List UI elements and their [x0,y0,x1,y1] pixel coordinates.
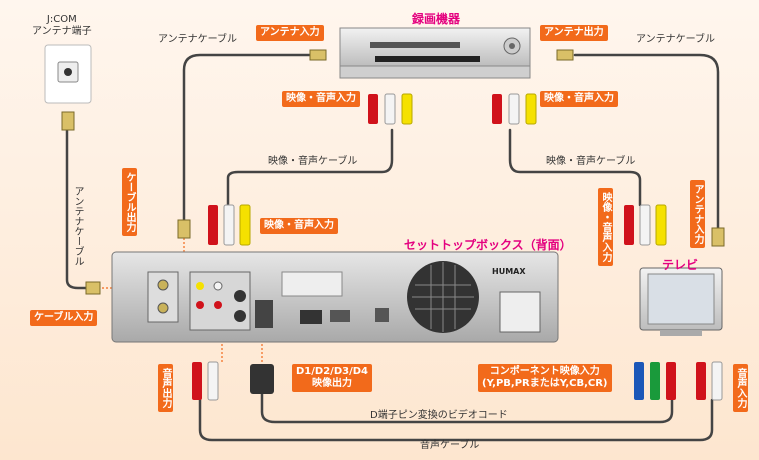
audio-cable [198,398,714,442]
d-terminal-cable [260,390,674,424]
audio-in-tag: 音声入力 [733,364,748,412]
tv-device [639,267,723,336]
d-out-tag: D1/D2/D3/D4 映像出力 [292,364,372,392]
wall-outlet-title-line1: J:COM [46,14,77,25]
rca-plugs-tv [624,204,667,246]
settop-box [111,251,559,343]
d-out-line1: D1/D2/D3/D4 [296,366,368,377]
antenna-cable-right-label: アンテナケーブル [636,34,715,45]
cable-in-tag: ケーブル入力 [30,310,98,326]
av-cable-left-label: 映像・音声ケーブル [268,156,358,167]
tv-title: テレビ [662,258,699,272]
right-antenna-cable [573,53,720,230]
rca-plugs-stb [208,204,251,246]
component-tag: コンポーネント映像入力 (Y,PB,PRまたはY,CB,CR) [478,364,612,392]
settop-title: セットトップボックス（背面） [404,238,572,252]
audio-out-tag: 音声出力 [158,364,173,412]
settop-brand: HUMAX [492,267,526,276]
right-av-cable [508,128,642,207]
left-antenna-cable [182,53,312,227]
av-in-right-tag: 映像・音声入力 [540,91,618,107]
antenna-cable-vertical-label: アンテナケーブル [72,186,83,266]
rca-plugs-recorder-right [492,93,537,125]
recorder-title: 録画機器 [412,12,461,26]
left-av-cable [226,128,394,207]
antenna-in-tag: アンテナ入力 [256,25,324,41]
antenna-cable-left-label: アンテナケーブル [158,34,237,45]
component-line2: (Y,PB,PRまたはY,CB,CR) [482,378,608,389]
recorder-device [339,27,531,79]
wall-antenna-cable [65,128,97,290]
cable-out-tag: ケーブル出力 [122,168,137,236]
av-out-tag: 映像・音声入力 [260,218,338,234]
wall-outlet-title: J:COM アンテナ端子 [32,14,92,38]
av-cable-right-label: 映像・音声ケーブル [546,156,636,167]
d-cable-label: D端子ピン変換のビデオコード [370,410,508,421]
wall-outlet [44,44,92,131]
wall-outlet-title-line2: アンテナ端子 [32,26,92,37]
d-out-line2: 映像出力 [312,378,352,389]
audio-cable-label: 音声ケーブル [420,440,480,451]
antenna-out-tag: アンテナ出力 [540,25,608,41]
tv-antenna-in-tag: アンテナ入力 [690,180,705,248]
component-line1: コンポーネント映像入力 [489,366,600,377]
av-in-left-tag: 映像・音声入力 [282,91,360,107]
tv-av-in-tag: 映像・音声入力 [598,188,613,266]
rca-plugs-recorder-left [368,93,413,125]
